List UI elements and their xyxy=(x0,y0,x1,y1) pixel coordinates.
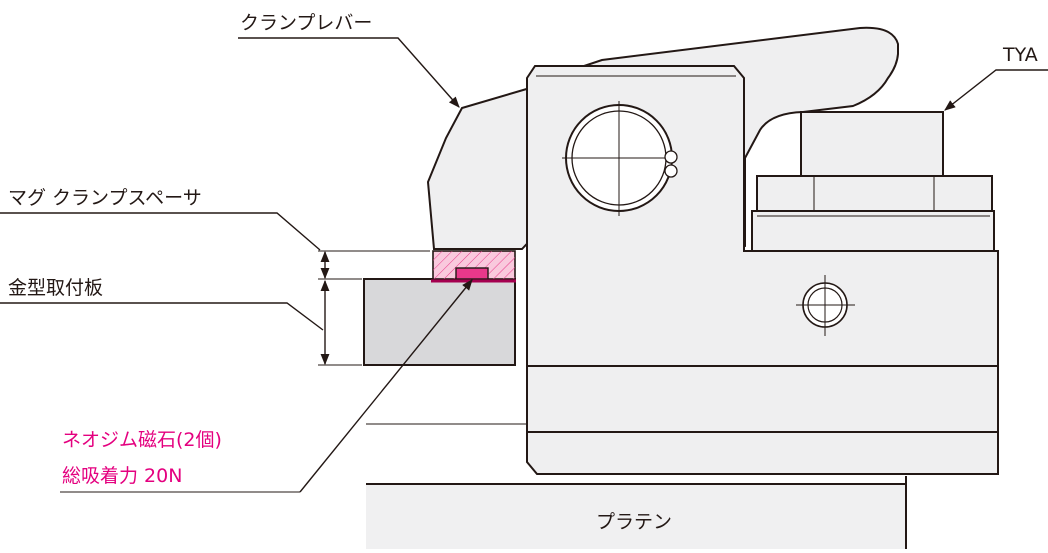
pivot-pin-icon xyxy=(562,101,678,216)
dimension-lines xyxy=(318,250,430,366)
platen xyxy=(366,476,907,550)
tya-unit xyxy=(751,111,995,252)
label-magnet-count: ネオジム磁石(2個) xyxy=(62,429,222,451)
label-mag-spacer: マグ クランプスペーサ xyxy=(8,187,202,209)
die-mounting-plate xyxy=(363,278,516,366)
label-tya: TYA xyxy=(1002,44,1038,66)
label-adsorption-force: 総吸着力 20N xyxy=(62,465,182,487)
leader-lines xyxy=(0,37,1048,493)
label-die-plate: 金型取付板 xyxy=(8,277,103,299)
label-clamp-lever: クランプレバー xyxy=(240,12,372,34)
neodymium-magnet xyxy=(455,267,489,280)
mag-clamp-spacer xyxy=(431,250,516,283)
small-pin-icon xyxy=(796,275,855,336)
label-platen: プラテン xyxy=(596,511,672,533)
